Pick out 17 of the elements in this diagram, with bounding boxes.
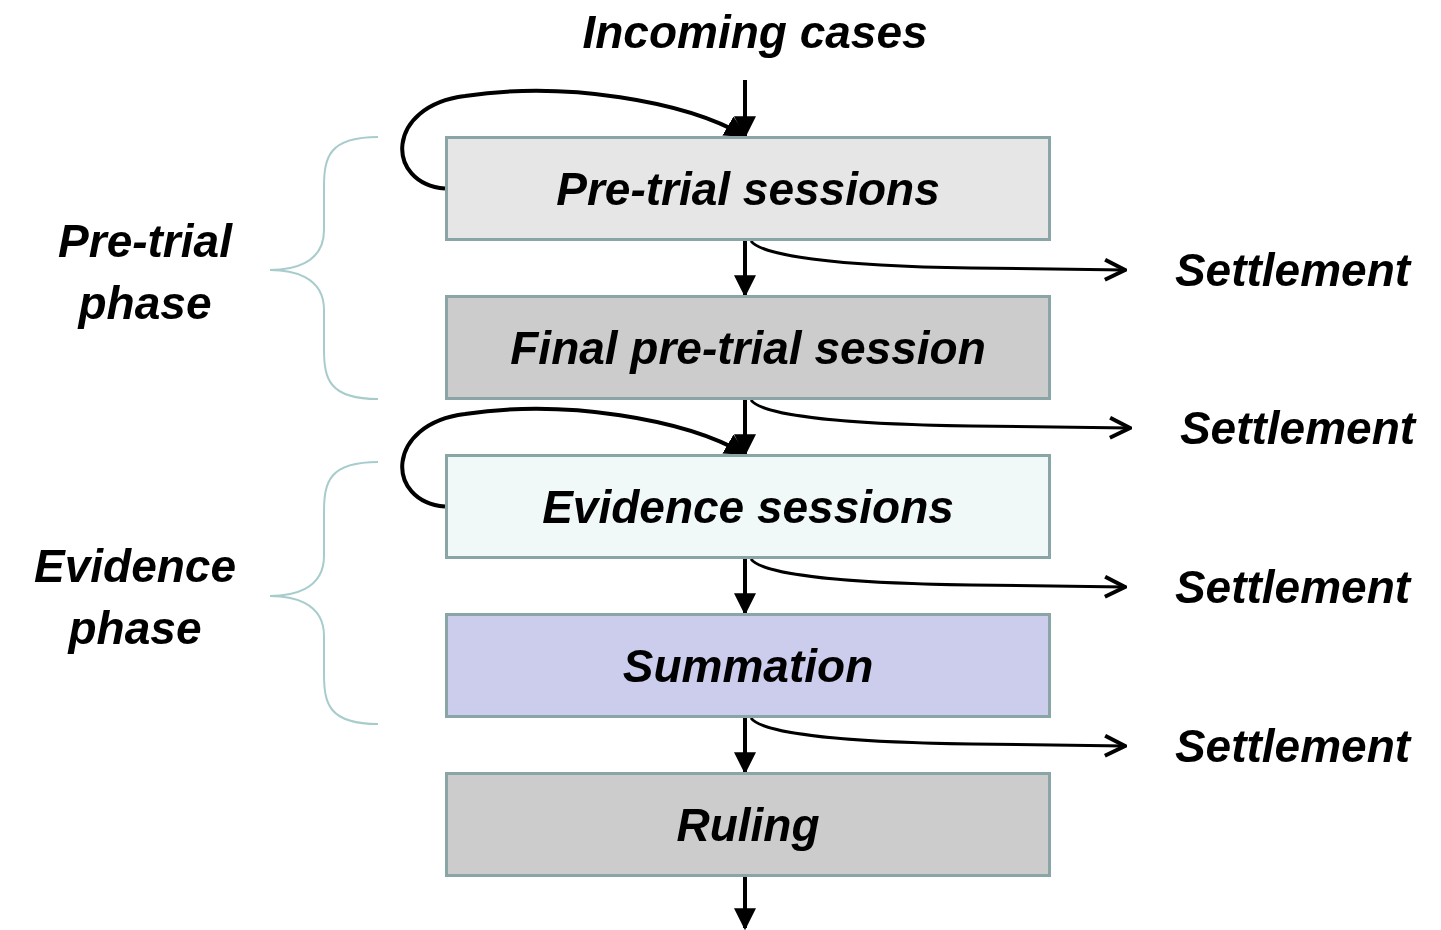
process-box: Summation: [445, 613, 1051, 718]
node-label: Settlement: [1155, 398, 1440, 458]
arrow: [750, 557, 1127, 599]
arrow: [750, 716, 1127, 758]
process-box: Final pre-trial session: [445, 295, 1051, 400]
node-label: Settlement: [1150, 240, 1435, 300]
phase-label: Pre-trial phase: [57, 214, 234, 332]
arrow: [750, 239, 1127, 282]
process-box: Pre-trial sessions: [445, 136, 1051, 241]
node-label: Incoming cases: [540, 2, 970, 62]
node-label: Settlement: [1150, 557, 1435, 617]
node-label: Settlement: [1150, 716, 1435, 776]
process-box: Evidence sessions: [445, 454, 1051, 559]
phase-label: Evidence phase: [33, 539, 237, 657]
arrow: [734, 877, 756, 930]
arrow: [750, 398, 1132, 440]
process-box: Ruling: [445, 772, 1051, 877]
